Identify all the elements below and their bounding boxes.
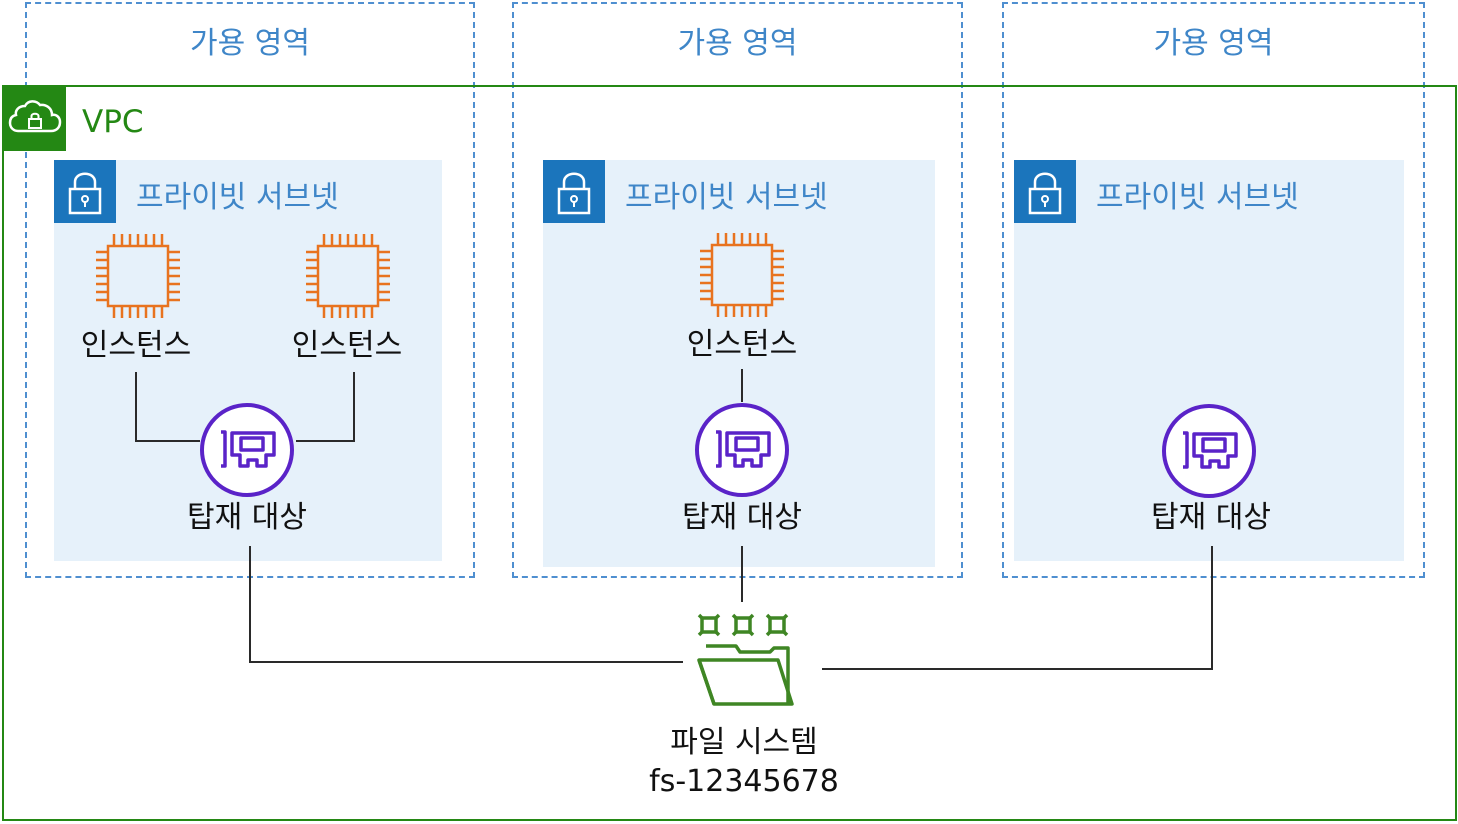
- mount-target-label: 탑재 대상: [187, 500, 307, 535]
- vpc-group: VPC: [2, 85, 1457, 821]
- subnet-label: 프라이빗 서브넷: [625, 180, 828, 215]
- efs-file-system-icon: [697, 613, 794, 706]
- availability-zone-3: 가용 영역: [1002, 2, 1425, 578]
- mount-target-label: 탑재 대상: [1151, 500, 1271, 535]
- lock-icon: [54, 160, 116, 223]
- subnet-label: 프라이빗 서브넷: [1096, 180, 1299, 215]
- instance-label: 인스턴스: [291, 328, 403, 363]
- ec2-instance-icon: [96, 234, 180, 318]
- lock-icon: [543, 160, 605, 223]
- network-interface-icon: [200, 403, 294, 497]
- vpc-label: VPC: [82, 104, 144, 140]
- instance-label: 인스턴스: [80, 328, 192, 363]
- network-interface-icon: [1162, 404, 1256, 498]
- instance-label: 인스턴스: [686, 327, 798, 362]
- private-subnet-2: 프라이빗 서브넷: [543, 160, 935, 567]
- availability-zone-2: 가용 영역: [512, 2, 963, 578]
- availability-zone-label: 가용 영역: [1153, 26, 1274, 61]
- ec2-instance-icon: [700, 233, 784, 317]
- availability-zone-label: 가용 영역: [190, 26, 310, 61]
- cloud-lock-icon: [4, 87, 66, 151]
- subnet-label: 프라이빗 서브넷: [136, 180, 339, 215]
- network-interface-icon: [695, 403, 789, 497]
- file-system-name: 파일 시스템: [670, 725, 818, 760]
- ec2-instance-icon: [306, 234, 390, 318]
- availability-zone-label: 가용 영역: [677, 26, 798, 61]
- mount-target-label: 탑재 대상: [682, 500, 802, 535]
- lock-icon: [1014, 160, 1076, 223]
- file-system-id: fs-12345678: [649, 764, 839, 799]
